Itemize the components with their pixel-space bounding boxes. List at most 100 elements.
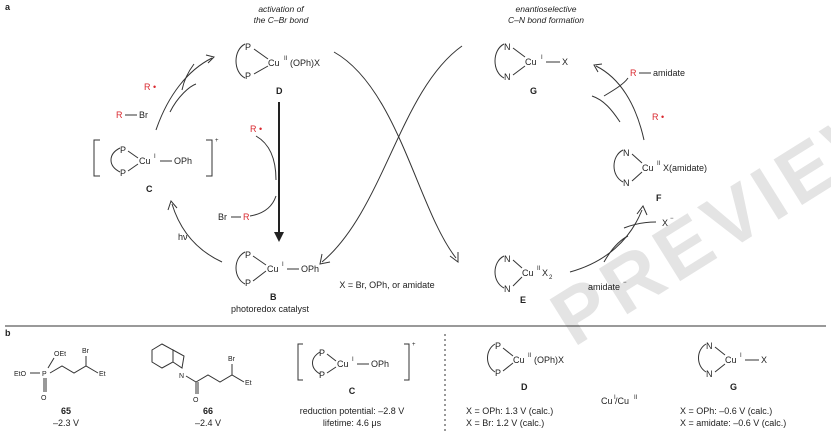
panel-b-species-d: P P Cu II (OPh)X D X = OPh: 1.3 V (calc.… — [466, 341, 564, 428]
oxidation-state: II — [657, 161, 661, 167]
label-f: F — [656, 193, 662, 203]
bond — [502, 362, 514, 372]
atom-et: Et — [245, 380, 252, 387]
arrowhead — [167, 200, 178, 211]
charge-minus: − — [623, 280, 627, 286]
atom-n: N — [706, 341, 713, 351]
cu-couple-label: Cu /Cu — [601, 396, 629, 406]
oxidation-state: II — [528, 353, 532, 359]
atom-cu: Cu — [267, 264, 279, 274]
arrowhead — [593, 63, 603, 73]
atom-n: N — [504, 254, 511, 264]
label-d-b: D — [521, 382, 528, 392]
atom-cu: Cu — [725, 355, 737, 365]
oxidation-state: I — [541, 55, 543, 61]
potential-66: –2.4 V — [195, 418, 221, 428]
label-g-b: G — [730, 382, 737, 392]
atom-p: P — [245, 71, 251, 81]
potential-65: –2.3 V — [53, 418, 79, 428]
bond — [252, 255, 267, 266]
carbon-chain — [195, 374, 245, 383]
atom-oph: OPh — [301, 264, 319, 274]
ligand-arc — [613, 149, 624, 183]
ligand-arc — [494, 43, 505, 79]
oxidation-state: I — [282, 262, 284, 268]
lifetime: lifetime: 4.6 μs — [323, 418, 382, 428]
atom-n: N — [623, 178, 630, 188]
panel-b-species-g: N N Cu I X G X = OPh: –0.6 V (calc.) X =… — [680, 341, 786, 428]
ligand-arc — [235, 251, 246, 285]
ligand-arc — [487, 343, 496, 373]
atom-n: N — [706, 369, 713, 379]
atom-oet: OEt — [54, 351, 66, 358]
species-c: + P P Cu I OPh C — [93, 138, 219, 194]
ligand-text: (OPh)X — [534, 355, 564, 365]
atom-n: N — [623, 148, 630, 158]
atom-p: P — [495, 341, 501, 351]
atom-n: N — [504, 42, 511, 52]
atom-eto: EtO — [14, 371, 27, 378]
atom-oph: OPh — [174, 156, 192, 166]
amidate-product: amidate — [653, 68, 685, 78]
atom-n: N — [504, 72, 511, 82]
arrow-product-out — [603, 77, 629, 97]
atom-n: N — [179, 373, 184, 380]
r-of-rbr: R — [116, 110, 123, 120]
arrow-rbr-in — [169, 83, 197, 113]
label-d: D — [276, 86, 283, 96]
bond — [714, 363, 726, 373]
label-65: 65 — [61, 406, 71, 416]
arrow-brr-out — [249, 195, 277, 217]
bracket-left — [93, 139, 100, 177]
atom-oph: OPh — [371, 359, 389, 369]
arrow-d-to-e — [333, 51, 457, 259]
bond — [253, 65, 269, 75]
atom-x: X — [761, 355, 767, 365]
ligand-arc — [110, 147, 121, 173]
bond — [253, 48, 269, 60]
x-legend: X = Br, OPh, or amidate — [339, 280, 434, 290]
label-g: G — [530, 86, 537, 96]
g-potential-oph: X = OPh: –0.6 V (calc.) — [680, 406, 772, 416]
atom-p: P — [319, 348, 325, 358]
atom-br: Br — [228, 356, 236, 363]
x-minus-label: X — [662, 218, 668, 228]
atom-p: P — [245, 42, 251, 52]
bracket-right — [206, 139, 213, 177]
arrow-radical-in — [255, 135, 277, 181]
r-of-product: R — [630, 68, 637, 78]
oxidation-state: II — [537, 266, 541, 272]
oxidation-state: II — [634, 395, 638, 401]
arrow-b-to-c — [171, 203, 223, 263]
arrowhead — [274, 232, 284, 242]
atom-cu: Cu — [268, 58, 280, 68]
header-activation-1: activation of — [258, 4, 305, 14]
bond — [185, 375, 197, 383]
bond — [502, 347, 514, 357]
compound-65: OEt EtO O P Br Et 65 –2.3 V — [14, 348, 106, 428]
atom-cu: Cu — [642, 163, 654, 173]
arrow-x-out — [623, 221, 657, 229]
atom-cu: Cu — [139, 156, 151, 166]
species-d: P P Cu II (OPh)X D — [235, 42, 320, 96]
species-e: N N Cu II X 2 E — [494, 254, 553, 305]
caption-photoredox: photoredox catalyst — [231, 304, 310, 314]
atom-cu: Cu — [513, 355, 525, 365]
charge-minus: − — [670, 216, 674, 222]
panel-a-label: a — [5, 2, 11, 12]
arrowhead — [205, 54, 215, 64]
ligand-text: X(amidate) — [663, 163, 707, 173]
bond — [252, 270, 267, 282]
bond — [512, 276, 523, 287]
ligand-arc — [698, 343, 707, 373]
atom-n: N — [504, 284, 511, 294]
panel-b-species-c: + P P Cu I OPh C reduction potential: –2… — [297, 342, 416, 428]
species-b: P P Cu I OPh B photoredox catalyst — [231, 250, 319, 314]
header-enantio-1: enantioselective — [516, 4, 577, 14]
panel-b-label: b — [5, 328, 11, 338]
arrowhead — [449, 252, 459, 263]
bond — [127, 163, 139, 172]
arrow-e-to-f — [569, 209, 643, 273]
arrow-g-to-b — [321, 45, 463, 263]
atom-cu: Cu — [337, 359, 349, 369]
